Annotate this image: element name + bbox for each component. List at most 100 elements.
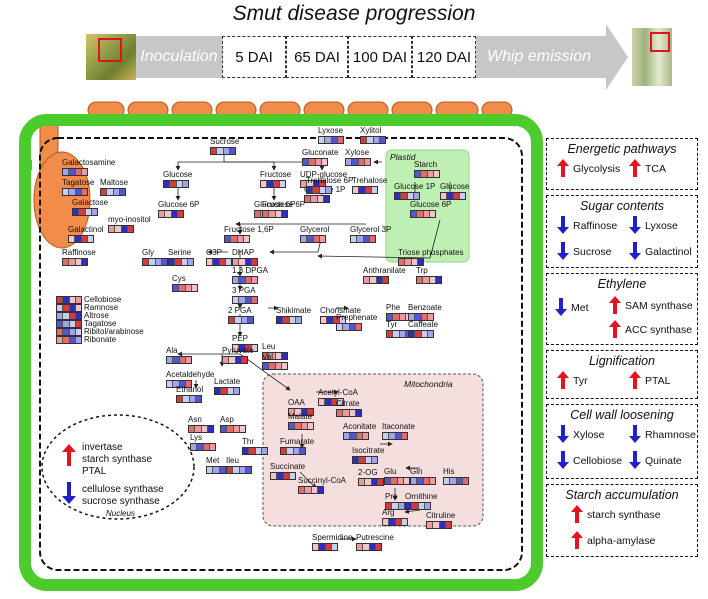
inoculation-photo xyxy=(86,34,136,80)
heatmap-tagatose xyxy=(62,188,88,196)
metabolite-prephenate: Prephenate xyxy=(336,313,378,322)
plastid xyxy=(385,149,470,263)
heatmap-lyxose xyxy=(318,136,344,144)
metabolite-citruline: Citruline xyxy=(426,511,456,520)
metabolite-phe: Phe xyxy=(386,303,401,312)
metabolite-glucose-plastid: Glucose xyxy=(440,182,470,191)
plasma-membrane xyxy=(39,137,523,571)
up-arrow-icon xyxy=(571,531,583,549)
heatmap-arg xyxy=(382,518,408,526)
heatmap-galactinol xyxy=(68,235,94,243)
metabolite-pyruvate: Pyruvate xyxy=(222,346,254,355)
nucleus-down-sucrose-synthase: sucrose synthase xyxy=(82,496,160,507)
heatmap-anthranilate xyxy=(363,276,389,284)
metabolite-spermidine: Spermidine xyxy=(312,533,353,542)
heatmap-3-pga xyxy=(232,296,258,304)
metabolite-raffinose: Raffinose xyxy=(62,248,96,257)
heatmap-starch xyxy=(414,170,440,178)
nucleus-up-ptal: PTAL xyxy=(82,466,107,477)
heatmap-spermidine xyxy=(312,543,338,551)
panel-item-quinate: Quinate xyxy=(645,455,682,467)
heatmap-succinyl-coa xyxy=(298,486,324,494)
heatmap-acetyl-coa xyxy=(318,398,344,406)
heatmap-ileu xyxy=(226,466,252,474)
metabolite-list-ribonate: Ribonate xyxy=(84,335,117,344)
panel-title: Energetic pathways xyxy=(567,142,677,156)
heatmap-ethanol xyxy=(176,395,202,403)
panel-item-rhamnose: Rhamnose xyxy=(645,429,696,441)
metabolite-list-ribitol-arabinose: Ribitol/arabinose xyxy=(84,327,144,336)
heatmap-ala xyxy=(166,356,192,364)
heatmap-sucrose xyxy=(210,147,236,155)
figure-title: Smut disease progression xyxy=(232,2,476,25)
plastid-label: Plastid xyxy=(390,152,416,162)
heatmap-caffeate xyxy=(408,330,434,338)
heatmap-prephenate xyxy=(336,323,362,331)
metabolite-maltose: Maltose xyxy=(100,178,129,187)
metabolite-acetyl-coa: Acetyl-CoA xyxy=(318,388,359,397)
metabolite-list-ramnose: Ramnose xyxy=(84,303,119,312)
metabolite-fructose-6p: Fructose 6P xyxy=(262,200,306,209)
panel-item-starch-synthase: starch synthase xyxy=(587,509,661,521)
heatmap-cys xyxy=(172,284,198,292)
metabolite-itaconate: Itaconate xyxy=(382,422,415,431)
heatmap-trehalose-6p xyxy=(306,186,332,194)
up-arrow-icon xyxy=(629,371,641,389)
cell-wall xyxy=(19,114,543,591)
metabolite-list-cellobiose: Cellobiose xyxy=(84,295,122,304)
heatmap-itaconate xyxy=(382,432,408,440)
stage-5dai: 5 DAI xyxy=(222,36,286,78)
metabolite-1-3-dpga: 1,3 DPGA xyxy=(232,266,269,275)
stage-100dai: 100 DAI xyxy=(348,36,412,78)
nucleus-down-cellulose-synthase: cellulose synthase xyxy=(82,484,164,495)
heatmap-trehalose xyxy=(352,186,378,194)
metabolite-list-tagatose: Tagatose xyxy=(84,319,117,328)
panel-item-cellobiose: Cellobiose xyxy=(573,455,623,467)
down-arrow-icon xyxy=(629,425,641,443)
metabolite-aconitate: Aconitate xyxy=(343,422,377,431)
heatmap-g3p xyxy=(206,258,232,266)
heatmap-glucose xyxy=(163,180,189,188)
metabolite-glucose-1p-plastid: Glucose 1P xyxy=(394,182,436,191)
metabolite-citrate: Citrate xyxy=(336,399,360,408)
panel-item-tyr: Tyr xyxy=(573,375,588,387)
heatmap-glucose-6p xyxy=(158,210,184,218)
metabolite-glucose-6p-1: Glucose 6P xyxy=(254,200,296,209)
heatmap-list-ribitol-arabinose xyxy=(56,328,82,336)
panel-item-met: Met xyxy=(571,302,589,314)
up-arrow-icon xyxy=(609,320,621,338)
heatmap-raffinose xyxy=(62,258,88,266)
metabolite-val: Val xyxy=(262,352,273,361)
metabolite-2-pga: 2 PGA xyxy=(228,306,252,315)
metabolite-trehalose-6p: Trehalose 6P xyxy=(306,176,354,185)
metabolite-triose-phosphates: Triose phosphates xyxy=(398,248,464,257)
nucleus-up-invertase: invertase xyxy=(82,442,123,453)
heatmap-shikimate xyxy=(276,316,302,324)
stage-inoculation: Inoculation xyxy=(140,48,218,65)
heatmap-oaa xyxy=(288,408,314,416)
panel-item-galactinol: Galactinol xyxy=(645,246,692,258)
metabolite-ala: Ala xyxy=(166,346,178,355)
metabolite-pro: Pro xyxy=(385,492,398,501)
metabolite-succinate: Succinate xyxy=(270,462,306,471)
down-arrow-icon xyxy=(557,216,569,234)
up-arrow-icon xyxy=(557,159,569,177)
metabolite-list-altrose: Altrose xyxy=(84,311,109,320)
metabolite-tyr: Tyr xyxy=(386,320,398,329)
metabolite-xylose: Xylose xyxy=(345,148,370,157)
heatmap-serine xyxy=(168,258,194,266)
heatmap-aconitate xyxy=(343,432,369,440)
metabolite-glucose-6p-2: Glucose 6P xyxy=(410,200,452,209)
heatmap-list-cellobiose xyxy=(56,296,82,304)
timeline-arrow xyxy=(606,24,628,90)
metabolite-trp: Trp xyxy=(416,266,428,275)
nucleus-down-icon xyxy=(62,482,76,504)
metabolite-malate: Malate xyxy=(288,412,313,421)
up-arrow-icon xyxy=(629,159,641,177)
heatmap-succinate xyxy=(270,472,296,480)
down-arrow-icon xyxy=(629,216,641,234)
metabolite-ileu: Ileu xyxy=(226,456,239,465)
inoculation-photo-marker xyxy=(98,38,122,62)
